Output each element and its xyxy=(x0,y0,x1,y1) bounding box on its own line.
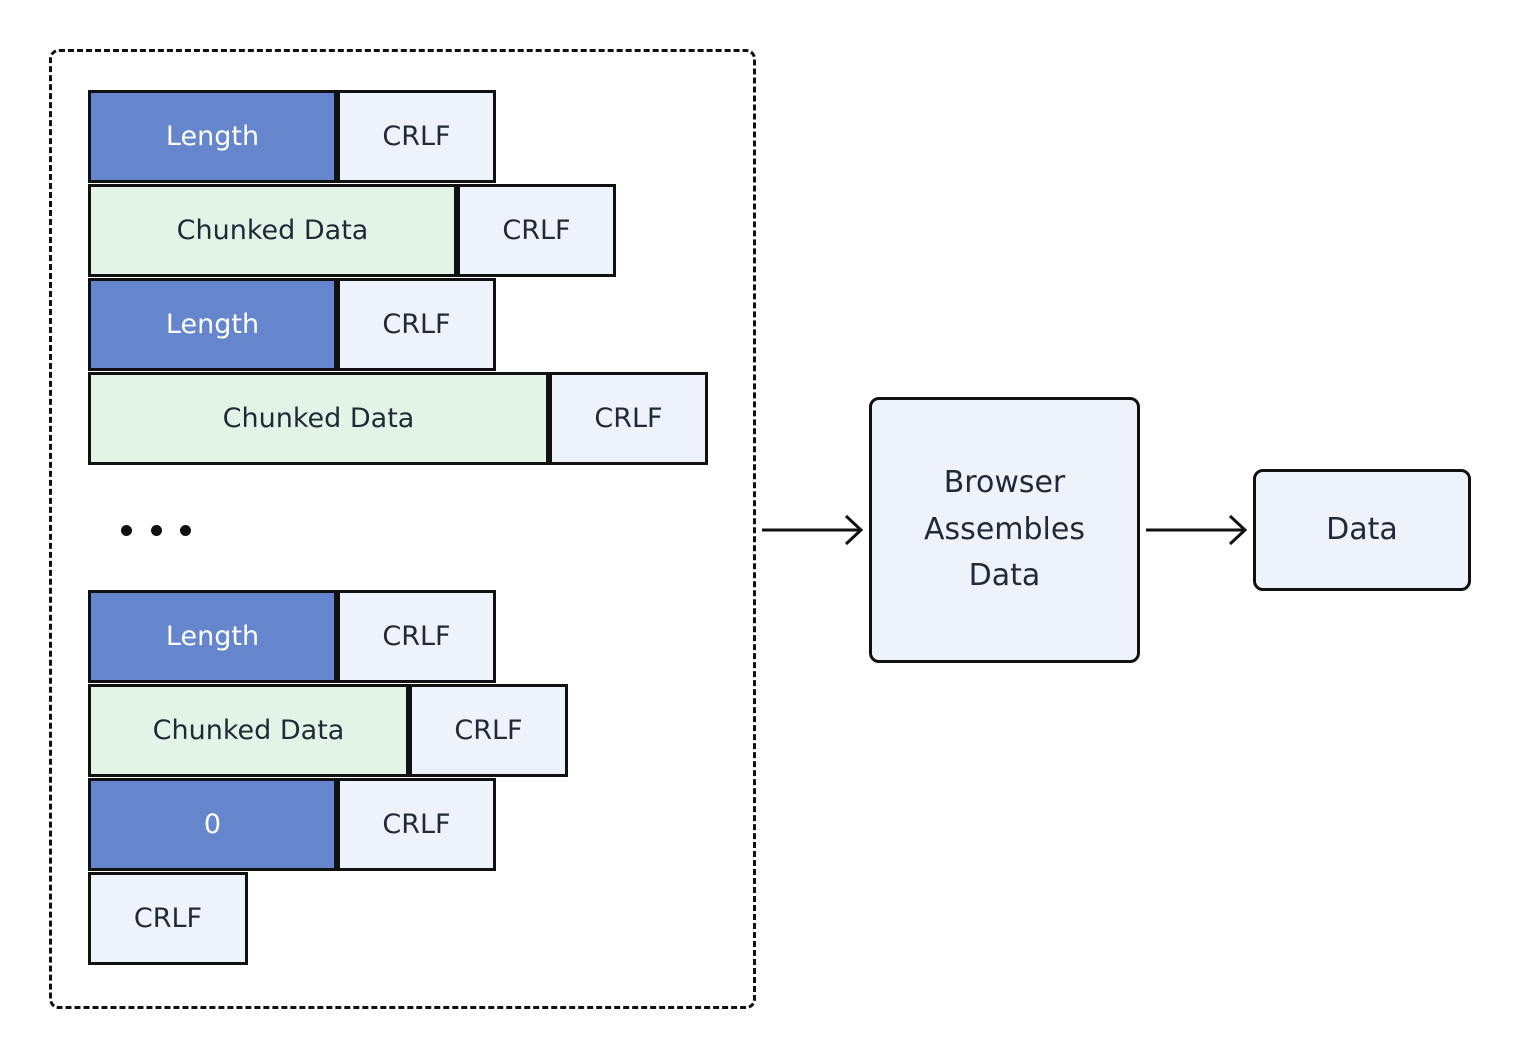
length-block: Length xyxy=(88,90,337,183)
assembler-line: Assembles xyxy=(924,511,1085,547)
assembler-line: Browser xyxy=(943,465,1066,501)
assembler-line: Data xyxy=(968,558,1041,594)
arrow-to-assembler-head xyxy=(844,514,864,546)
crlf-block: CRLF xyxy=(409,684,568,777)
crlf-block: CRLF xyxy=(549,372,708,465)
crlf-block: CRLF xyxy=(337,590,496,683)
terminating-zero-length-block: 0 xyxy=(88,778,337,871)
browser-assembles-data-node: Browser Assembles Data xyxy=(869,397,1140,663)
crlf-block: CRLF xyxy=(337,90,496,183)
crlf-block: CRLF xyxy=(337,278,496,371)
chunked-data-block: Chunked Data xyxy=(88,372,549,465)
crlf-block: CRLF xyxy=(337,778,496,871)
length-block: Length xyxy=(88,590,337,683)
length-block: Length xyxy=(88,278,337,371)
ellipsis-dot xyxy=(180,524,191,536)
output-label: Data xyxy=(1326,511,1398,547)
arrow-to-output-head xyxy=(1228,514,1248,546)
data-output-node: Data xyxy=(1253,469,1471,591)
ellipsis-dot xyxy=(150,524,162,536)
crlf-block: CRLF xyxy=(457,184,616,277)
chunked-data-block: Chunked Data xyxy=(88,184,457,277)
ellipsis xyxy=(121,518,191,542)
final-crlf-block: CRLF xyxy=(88,872,248,965)
chunked-data-block: Chunked Data xyxy=(88,684,409,777)
chunked-message-group xyxy=(49,49,756,1009)
ellipsis-dot xyxy=(121,524,132,536)
